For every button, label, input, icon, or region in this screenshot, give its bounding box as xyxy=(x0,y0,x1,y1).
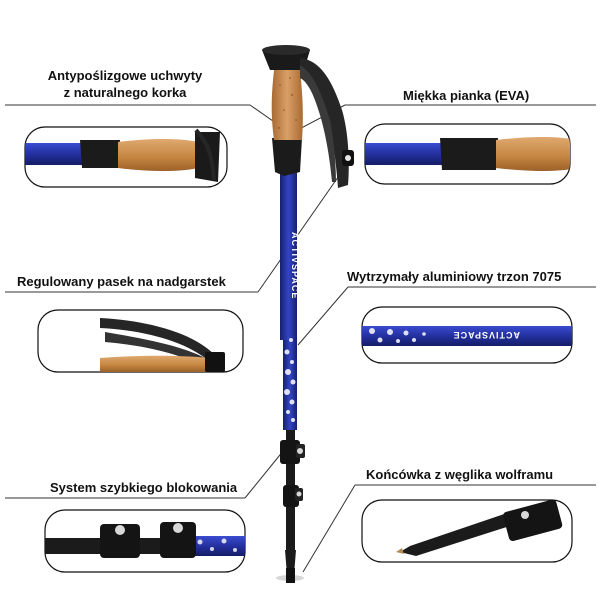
detail-box-wrist-strap xyxy=(37,309,244,373)
leader-line-shaft xyxy=(297,286,349,346)
label-aluminium-shaft: Wytrzymały aluminiowy trzon 7075 xyxy=(347,269,562,284)
cork-grip xyxy=(271,70,303,140)
leader-line-strap-diag xyxy=(257,159,351,293)
wrist-strap-inner xyxy=(300,65,336,182)
quick-lock-upper xyxy=(280,440,305,464)
detail-box-quick-lock xyxy=(44,509,246,573)
label-cork-grip-line1: Antypoślizgowe uchwyty xyxy=(47,68,203,83)
detail-box-eva-foam xyxy=(364,123,571,185)
detail-box-aluminium-shaft: ACTIVSPACE xyxy=(361,306,573,364)
detail-shaft-brand-text: ACTIVSPACE xyxy=(453,330,520,340)
cork-speckles xyxy=(277,77,297,130)
detail-box-cork-grip xyxy=(24,126,228,188)
tip-boot xyxy=(286,568,295,583)
shaft-brand-text: ACTIVSPACE xyxy=(290,232,300,299)
leader-lines xyxy=(5,104,596,573)
grip-top-cap xyxy=(262,50,310,70)
pole: ACTIVSPACE xyxy=(262,45,354,583)
shaft-hex-pattern xyxy=(284,338,296,422)
detail-box-carbide-tip xyxy=(361,499,573,563)
label-cork-grip: Antypoślizgowe uchwyty z naturalnego kor… xyxy=(30,67,220,101)
eva-foam xyxy=(272,138,302,176)
label-eva-foam: Miękka pianka (EVA) xyxy=(403,88,530,103)
wrist-strap xyxy=(300,58,349,188)
label-wrist-strap: Regulowany pasek na nadgarstek xyxy=(17,274,226,289)
label-quick-lock: System szybkiego blokowania xyxy=(50,480,238,495)
grip-top-rim xyxy=(262,45,310,55)
leader-line-tip xyxy=(302,484,356,573)
label-carbide-tip: Końcówka z węglika wolframu xyxy=(366,467,554,482)
middle-shaft xyxy=(283,330,297,430)
upper-shaft xyxy=(280,170,297,340)
quick-lock-lower xyxy=(283,485,303,507)
label-cork-grip-line2: z naturalnego korka xyxy=(63,85,187,100)
